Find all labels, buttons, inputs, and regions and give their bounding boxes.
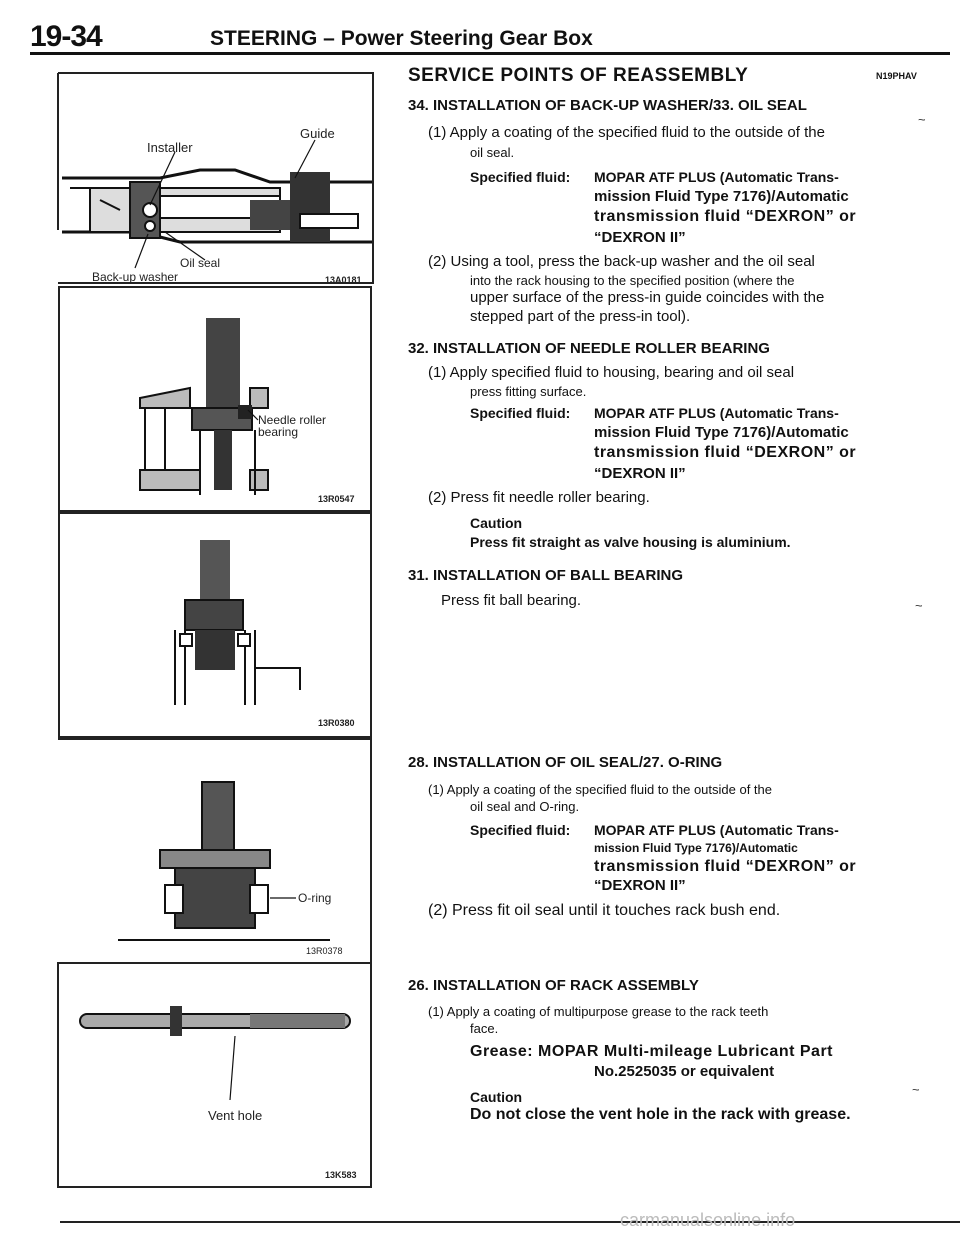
label-needle-roller-line1: Needle roller	[258, 413, 327, 427]
section-title: SERVICE POINTS OF REASSEMBLY	[408, 65, 749, 86]
spec-label: Specified fluid:	[470, 822, 571, 838]
spec-value: transmission fluid “DEXRON” or	[594, 208, 857, 225]
step-text: Press fit ball bearing.	[441, 592, 582, 609]
figure-ball-bearing	[58, 512, 372, 738]
step-text: oil seal.	[470, 145, 515, 160]
figure-o-ring	[58, 738, 372, 962]
margin-mark: ~	[915, 598, 923, 613]
grease-spec: Grease: MOPAR Multi-mileage Lubricant Pa…	[470, 1043, 833, 1060]
figure-code: 13R0378	[306, 946, 343, 956]
spec-value: transmission fluid “DEXRON” or	[594, 858, 857, 875]
spec-value: mission Fluid Type 7176)/Automatic	[594, 841, 798, 855]
spec-value: MOPAR ATF PLUS (Automatic Trans-	[594, 169, 839, 185]
spec-value: MOPAR ATF PLUS (Automatic Trans-	[594, 405, 839, 421]
section-code: N19PHAV	[876, 71, 917, 81]
figure-backup-washer	[58, 72, 374, 284]
spec-value: “DEXRON II”	[594, 877, 686, 894]
label-installer: Installer	[147, 140, 193, 155]
spec-value: “DEXRON II”	[594, 229, 686, 246]
label-needle-roller-line2: bearing	[258, 425, 299, 439]
figure-rack-vent-hole	[58, 962, 372, 1188]
spec-value: mission Fluid Type 7176)/Automatic	[594, 188, 849, 205]
page-title: STEERING – Power Steering Gear Box	[210, 27, 593, 50]
caution-label: Caution	[470, 1089, 523, 1105]
step-text: face.	[470, 1021, 499, 1036]
step-heading: 26. INSTALLATION OF RACK ASSEMBLY	[408, 977, 699, 994]
margin-mark: ~	[918, 112, 926, 127]
label-o-ring: O-ring	[298, 891, 332, 905]
step-heading: 28. INSTALLATION OF OIL SEAL/27. O-RING	[408, 754, 723, 771]
step-heading: 34. INSTALLATION OF BACK-UP WASHER/33. O…	[408, 97, 807, 114]
spec-value: transmission fluid “DEXRON” or	[594, 444, 857, 461]
step-text: press fitting surface.	[470, 384, 587, 399]
margin-mark: ~	[912, 1082, 920, 1097]
spec-label: Specified fluid:	[470, 405, 571, 421]
step-heading: 32. INSTALLATION OF NEEDLE ROLLER BEARIN…	[408, 340, 770, 357]
step-text: (2) Press fit oil seal until it touches …	[428, 902, 781, 919]
watermark: carmanualsonline.info	[620, 1210, 796, 1230]
step-text: stepped part of the press-in tool).	[470, 308, 691, 325]
figure-code: 13R0380	[318, 718, 355, 728]
step-text: oil seal and O-ring.	[470, 799, 580, 814]
page-number: 19-34	[30, 20, 103, 53]
spec-value: “DEXRON II”	[594, 465, 686, 482]
step-text: (1) Apply a coating of the specified flu…	[428, 124, 825, 141]
step-text: (1) Apply a coating of multipurpose grea…	[428, 1004, 769, 1019]
figure-code: 13A0181	[325, 275, 362, 285]
step-text: upper surface of the press-in guide coin…	[470, 289, 825, 306]
caution-text: Press fit straight as valve housing is a…	[470, 534, 791, 550]
step-text: (1) Apply a coating of the specified flu…	[428, 782, 772, 797]
figure-code: 13K583	[325, 1170, 357, 1180]
label-vent-hole: Vent hole	[208, 1108, 263, 1123]
label-guide: Guide	[300, 126, 335, 141]
figure-code: 13R0547	[318, 494, 355, 504]
footer-rule	[60, 1221, 960, 1223]
step-text: (2) Using a tool, press the back-up wash…	[428, 253, 815, 270]
caution-label: Caution	[470, 515, 523, 531]
step-text: (1) Apply specified fluid to housing, be…	[428, 364, 795, 381]
step-text: (2) Press fit needle roller bearing.	[428, 489, 650, 506]
spec-label: Specified fluid:	[470, 169, 571, 185]
label-needle-roller: Needle roller bearing	[258, 414, 353, 438]
label-oil-seal: Oil seal	[180, 256, 221, 270]
grease-spec: No.2525035 or equivalent	[594, 1063, 775, 1080]
figure-needle-roller-bearing	[58, 286, 372, 512]
spec-value: mission Fluid Type 7176)/Automatic	[594, 424, 849, 441]
step-text: into the rack housing to the specified p…	[470, 273, 795, 288]
caution-text: Do not close the vent hole in the rack w…	[470, 1106, 851, 1123]
step-heading: 31. INSTALLATION OF BALL BEARING	[408, 567, 684, 584]
spec-value: MOPAR ATF PLUS (Automatic Trans-	[594, 822, 839, 838]
header-rule	[30, 52, 950, 55]
label-backup-washer: Back-up washer	[92, 270, 179, 284]
